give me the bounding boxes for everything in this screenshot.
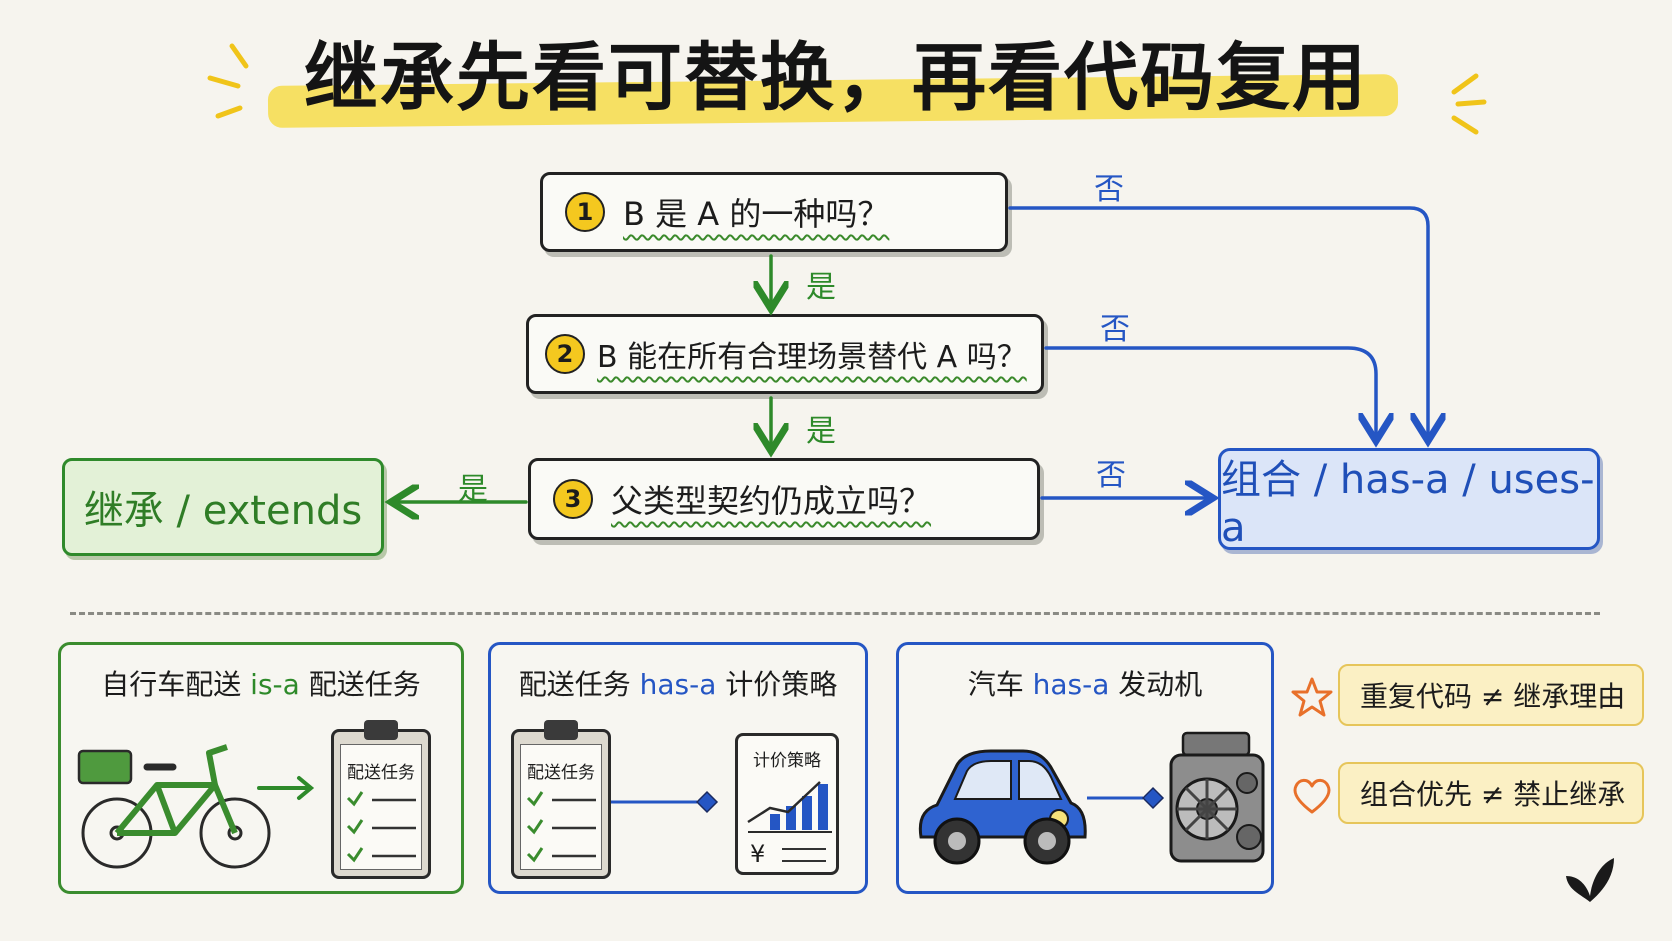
panel-3-title: 汽车 has-a 发动机: [967, 668, 1203, 701]
car-icon: [918, 749, 1087, 865]
butterfly-icon: [1566, 858, 1614, 902]
arrow-q2-no: [1044, 346, 1376, 434]
task-clipboard-label: 配送任务: [527, 763, 595, 783]
note-composition-first: 组合优先 ≠ 禁止继承: [1338, 762, 1644, 824]
relation-has-a-2: has-a: [1032, 668, 1110, 701]
step-number-2: 2: [545, 334, 585, 374]
example-panel-car: 汽车 has-a 发动机: [896, 642, 1274, 894]
question-2-box: 2 B 能在所有合理场景替代 A 吗？: [526, 314, 1044, 394]
pricing-card: 计价策略 ¥: [735, 733, 839, 875]
label-no-1: 否: [1094, 172, 1124, 207]
question-2-text: B 能在所有合理场景替代 A 吗？: [597, 340, 1027, 375]
relation-is-a: is-a: [250, 668, 300, 701]
page-title: 继承先看可替换，再看代码复用: [304, 35, 1368, 121]
bicycle-icon: [77, 744, 271, 869]
step-number-1: 1: [565, 192, 605, 232]
clipboard-icon: 配送任务: [331, 720, 431, 879]
result-inherit: 继承 / extends: [62, 458, 384, 556]
label-no-3: 否: [1096, 458, 1126, 493]
engine-icon: [1169, 731, 1265, 863]
composition-connector: [611, 790, 719, 814]
star-icon: [1291, 677, 1333, 717]
clipboard-label: 配送任务: [347, 763, 415, 783]
result-compose: 组合 / has-a / uses-a: [1218, 448, 1600, 551]
note-duplicate-code: 重复代码 ≠ 继承理由: [1338, 664, 1644, 726]
step-number-3: 3: [553, 479, 593, 519]
example-panel-pricing: 配送任务 has-a 计价策略 配送任务 计价策略 ¥: [488, 642, 868, 894]
label-yes-1: 是: [806, 270, 836, 305]
question-1-text: B 是 A 的一种吗？: [623, 195, 890, 233]
label-yes-2: 是: [806, 414, 836, 449]
arrow-is-a: [257, 776, 315, 800]
question-1-box: 1 B 是 A 的一种吗？: [540, 172, 1008, 252]
chart-icon: [747, 781, 832, 833]
label-no-2: 否: [1100, 312, 1130, 347]
section-divider: [70, 612, 1600, 615]
panel-1-title: 自行车配送 is-a 配送任务: [101, 668, 421, 701]
question-3-box: 3 父类型契约仍成立吗？: [528, 458, 1040, 540]
relation-has-a: has-a: [639, 668, 717, 701]
example-panel-bicycle: 自行车配送 is-a 配送任务 配送任务: [58, 642, 464, 894]
currency-icon: ¥: [750, 840, 766, 868]
task-clipboard-icon: 配送任务: [511, 720, 611, 879]
arrow-q1-no: [1008, 206, 1428, 434]
question-3-text: 父类型契约仍成立吗？: [611, 482, 932, 520]
pricing-card-label: 计价策略: [753, 751, 821, 771]
label-yes-3: 是: [458, 472, 488, 507]
heart-icon: [1293, 778, 1331, 814]
panel-2-title: 配送任务 has-a 计价策略: [518, 668, 838, 701]
car-engine-connector: [1087, 786, 1165, 810]
title-container: 继承先看可替换，再看代码复用: [0, 30, 1672, 126]
